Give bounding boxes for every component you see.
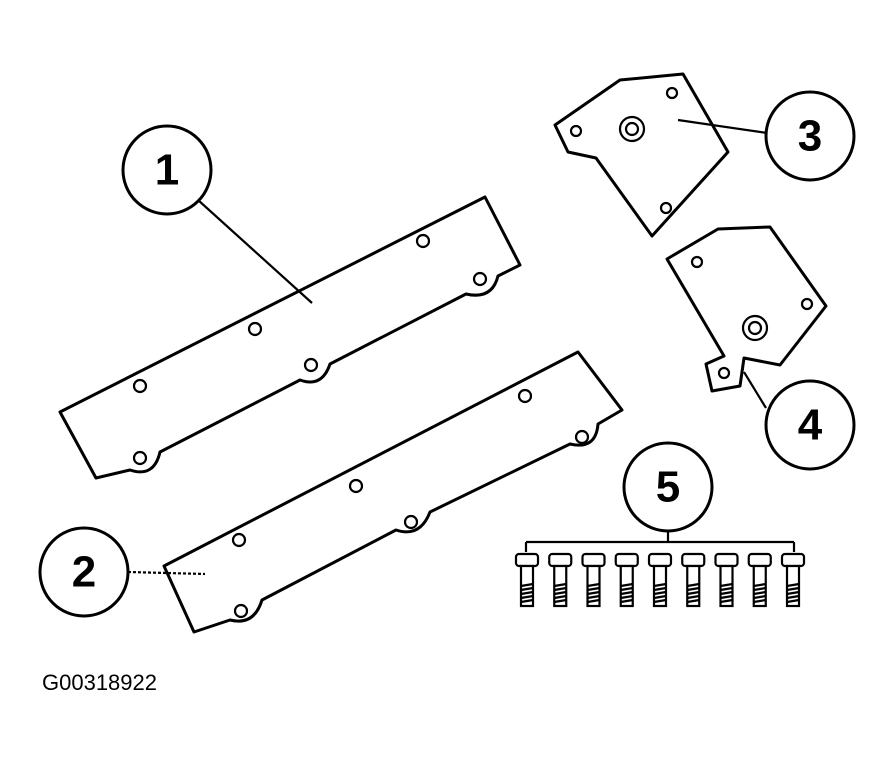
bolt <box>681 552 706 608</box>
part-5-bolts <box>514 552 806 608</box>
bolt <box>714 552 739 608</box>
bolt <box>747 552 772 608</box>
part-1-strip <box>58 195 522 480</box>
figure-id: G00318922 <box>42 670 157 695</box>
bolt <box>614 552 639 608</box>
leader-4 <box>743 371 767 409</box>
callout-5: 5 <box>622 441 714 533</box>
callout-3-label: 3 <box>798 112 822 161</box>
part-3-plate <box>553 72 730 238</box>
callout-2-label: 2 <box>72 548 96 597</box>
part-2-strip <box>162 350 624 634</box>
leader-3 <box>677 118 768 135</box>
leader-1 <box>197 199 313 304</box>
part-4-plate <box>665 225 828 393</box>
bolt <box>548 552 573 608</box>
bolt <box>647 552 673 608</box>
callout-1-label: 1 <box>155 146 179 195</box>
bolt <box>780 552 806 608</box>
callout-4-label: 4 <box>798 401 823 450</box>
callout-5-label: 5 <box>656 463 680 512</box>
callout-1: 1 <box>121 124 213 216</box>
bolt <box>581 552 606 608</box>
bolt <box>514 552 540 608</box>
callout-2: 2 <box>38 526 130 618</box>
callout-4: 4 <box>764 379 856 471</box>
callout-3: 3 <box>764 90 856 182</box>
leader-2 <box>127 570 206 576</box>
